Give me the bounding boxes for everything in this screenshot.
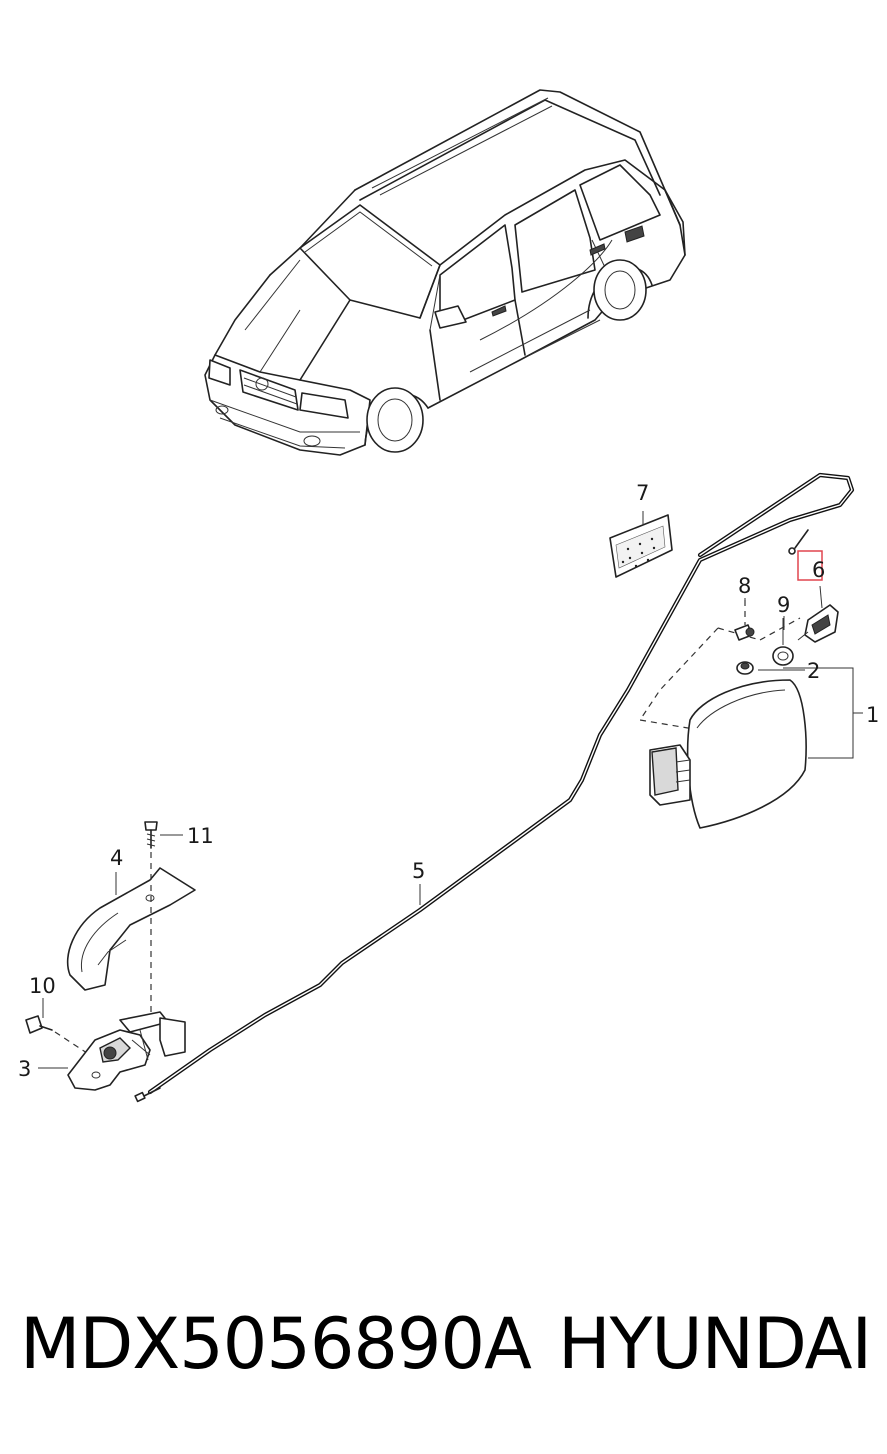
callout-9: 9 [777, 593, 790, 617]
vehicle-illustration [204, 89, 686, 456]
actuator-6 [797, 585, 839, 643]
bumper-rubber [736, 661, 754, 675]
bolt-10 [25, 1015, 53, 1034]
leader-lines [38, 511, 863, 1069]
fuel-filler-door-assembly [638, 617, 807, 829]
callout-11: 11 [187, 824, 214, 848]
opener-lever-3 [67, 1011, 186, 1091]
opener-cover-4 [66, 867, 196, 991]
grommet-9 [772, 618, 794, 666]
callout-2: 2 [807, 659, 820, 683]
release-cable [134, 472, 855, 1103]
callout-10: 10 [29, 974, 56, 998]
callout-6-highlight-box [797, 550, 823, 581]
part-number-label: MDX5056890A [20, 1303, 532, 1385]
callout-7: 7 [636, 481, 649, 505]
callout-4: 4 [110, 846, 123, 870]
bolt-11 [144, 821, 158, 849]
bolt-10-axis [54, 1031, 91, 1056]
filler-neck-pad [609, 514, 673, 578]
callout-6: 6 [812, 558, 825, 582]
brand-label: HYUNDAI [558, 1303, 872, 1385]
screw-8 [734, 600, 755, 641]
callout-5: 5 [412, 859, 425, 883]
callout-3: 3 [18, 1057, 31, 1081]
callout-8: 8 [738, 574, 751, 598]
callout-1: 1 [866, 703, 879, 727]
